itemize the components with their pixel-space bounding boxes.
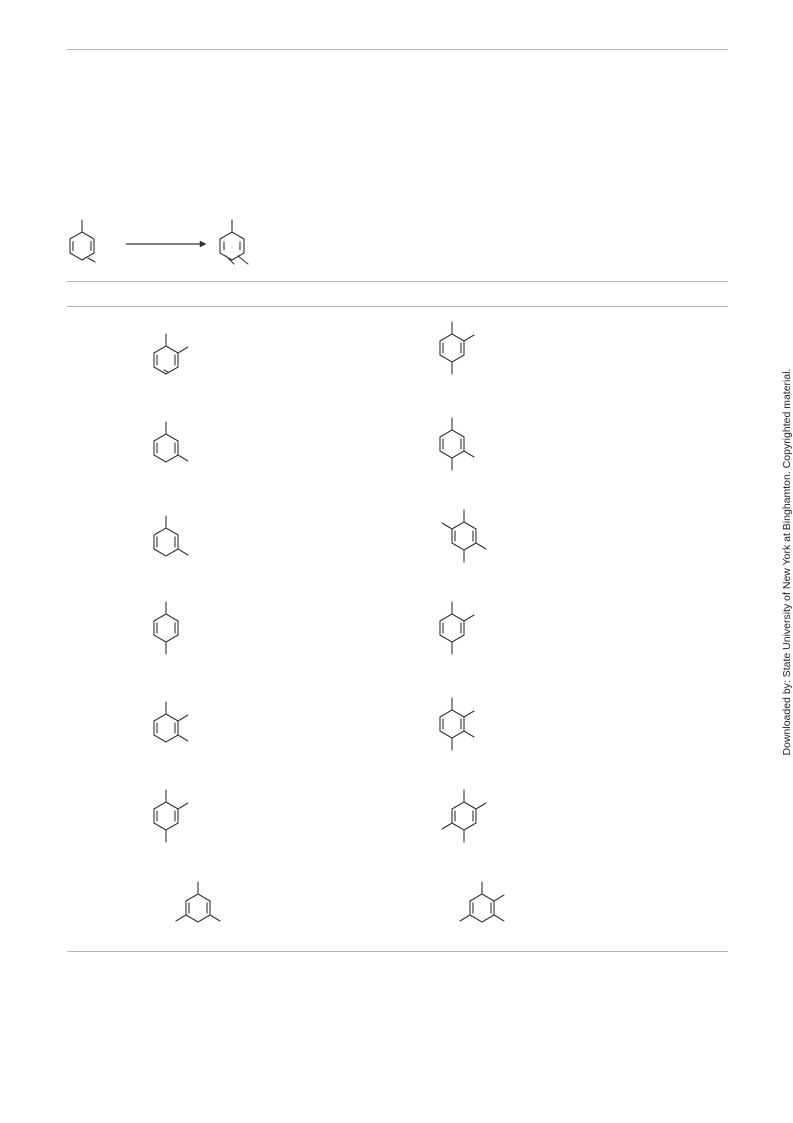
structure-right-row3: [441, 509, 487, 563]
table-header-rule: [67, 306, 728, 307]
top-rule: [67, 49, 728, 50]
structure-left-row4: [153, 601, 179, 655]
structure-left-row2: [153, 421, 189, 463]
product-structure: [219, 219, 249, 265]
structure-left-row5: [153, 701, 189, 743]
structure-right-row4: [439, 601, 475, 655]
structure-left-row6: [153, 789, 189, 843]
reaction-arrow: [126, 240, 207, 248]
structure-right-row6: [441, 789, 487, 843]
structure-right-row1: [439, 321, 475, 375]
structure-right-row2: [439, 417, 475, 471]
structure-right-row7: [459, 881, 505, 923]
table-bottom-rule: [67, 951, 728, 952]
structure-left-row3: [153, 515, 189, 557]
download-watermark: Downloaded by: State University of New Y…: [781, 368, 793, 756]
structure-right-row5: [439, 697, 475, 751]
structure-left-row1: [153, 333, 189, 375]
reactant-structure: [69, 219, 96, 263]
scheme-table-rule-1: [67, 281, 728, 282]
structure-left-row7: [175, 881, 221, 923]
